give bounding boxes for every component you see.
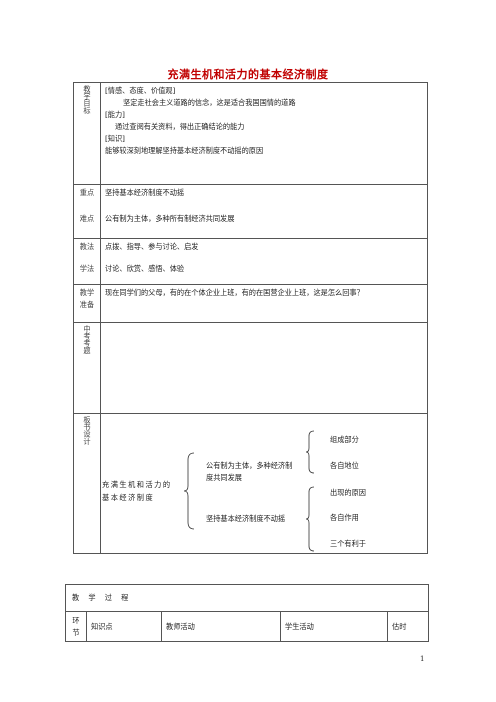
difficulty-text: 公有制为主体，多种所有制经济共同发展 [105,214,235,223]
board-branch2-item: 三个有利于 [330,539,366,548]
objective-line: 坚定走社会主义道路的信念，这是适合我国国情的道路 [123,98,296,107]
method-label: 教法 学法 [73,238,101,285]
board-label: 板书设计 [73,413,101,554]
lesson-table: 教学目标 [情感、态度、价值观] 坚定走社会主义道路的信念，这是适合我国国情的道… [73,82,428,554]
board-branch1-item: 组成部分 [330,435,359,444]
difficulty-label: 难点 [79,214,95,223]
prep-label-text: 教学准备 [79,288,95,309]
objectives-cell: [情感、态度、价值观] 坚定走社会主义道路的信念，这是适合我国国情的道路 [能力… [100,82,428,185]
objectives-label: 教学目标 [73,82,101,185]
process-col-stage: 环节 [65,611,87,642]
document-title: 充满生机和活力的基本经济制度 [167,68,329,81]
method-teach-label: 教法 [79,242,95,251]
keypoint-text: 坚持基本经济制度不动摇 [105,188,185,197]
board-root: 充满生机和活力的基本经济制度 [102,480,172,502]
process-col-time: 估时 [387,611,429,642]
process-col-knowledge: 知识点 [86,611,162,642]
board-branch1-item: 各自地位 [330,461,359,470]
board-branch2-item: 各自作用 [330,513,359,522]
objectives-label-text: 教学目标 [83,85,92,114]
objective-line: [能力] [105,110,125,119]
process-table: 教 学 过 程 环节 知识点 教师活动 学生活动 估时 [65,584,429,642]
method-teach-text: 点拨、指导、参与讨论、启发 [105,242,199,251]
method-learn-label: 学法 [79,264,95,273]
prep-text: 现在同学们的父母，有的在个体企业上班，有的在国营企业上班，这是怎么回事？ [105,288,364,297]
objective-line: 通过查阅有关资料，得出正确结论的能力 [115,122,245,131]
objective-line: [知识] [105,134,125,143]
keypoint-difficulty-label: 重点 难点 [73,184,101,239]
process-col-student: 学生活动 [280,611,388,642]
exam-label: 中考考题 [73,322,101,414]
prep-label: 教学准备 [73,284,101,323]
left-brace [184,452,195,530]
objective-line: 能够较深刻地理解坚持基本经济制度不动摇的原因 [105,146,264,155]
keypoint-difficulty-cell: 坚持基本经济制度不动摇 公有制为主体，多种所有制经济共同发展 [100,184,428,239]
exam-label-text: 中考考题 [83,325,92,354]
process-header: 教 学 过 程 [65,584,429,612]
page-number: 1 [420,655,425,663]
board-label-text: 板书设计 [83,416,92,445]
keypoint-label: 重点 [79,188,95,197]
method-cell: 点拨、指导、参与讨论、启发 讨论、欣赏、感悟、体验 [100,238,428,285]
prep-cell: 现在同学们的父母，有的在个体企业上班，有的在国营企业上班，这是怎么回事？ [100,284,428,323]
branch1-brace [306,430,315,474]
board-cell [100,413,428,554]
branch2-brace [306,486,315,552]
process-col-teacher: 教师活动 [161,611,281,642]
board-branch2: 坚持基本经济制度不动摇 [206,514,286,523]
exam-cell [100,322,428,414]
board-branch1: 公有制为主体，多种经济制度共同发展 [206,461,293,482]
objective-line: [情感、态度、价值观] [105,86,176,95]
board-branch2-item: 出现的原因 [330,488,366,497]
method-learn-text: 讨论、欣赏、感悟、体验 [105,264,185,273]
